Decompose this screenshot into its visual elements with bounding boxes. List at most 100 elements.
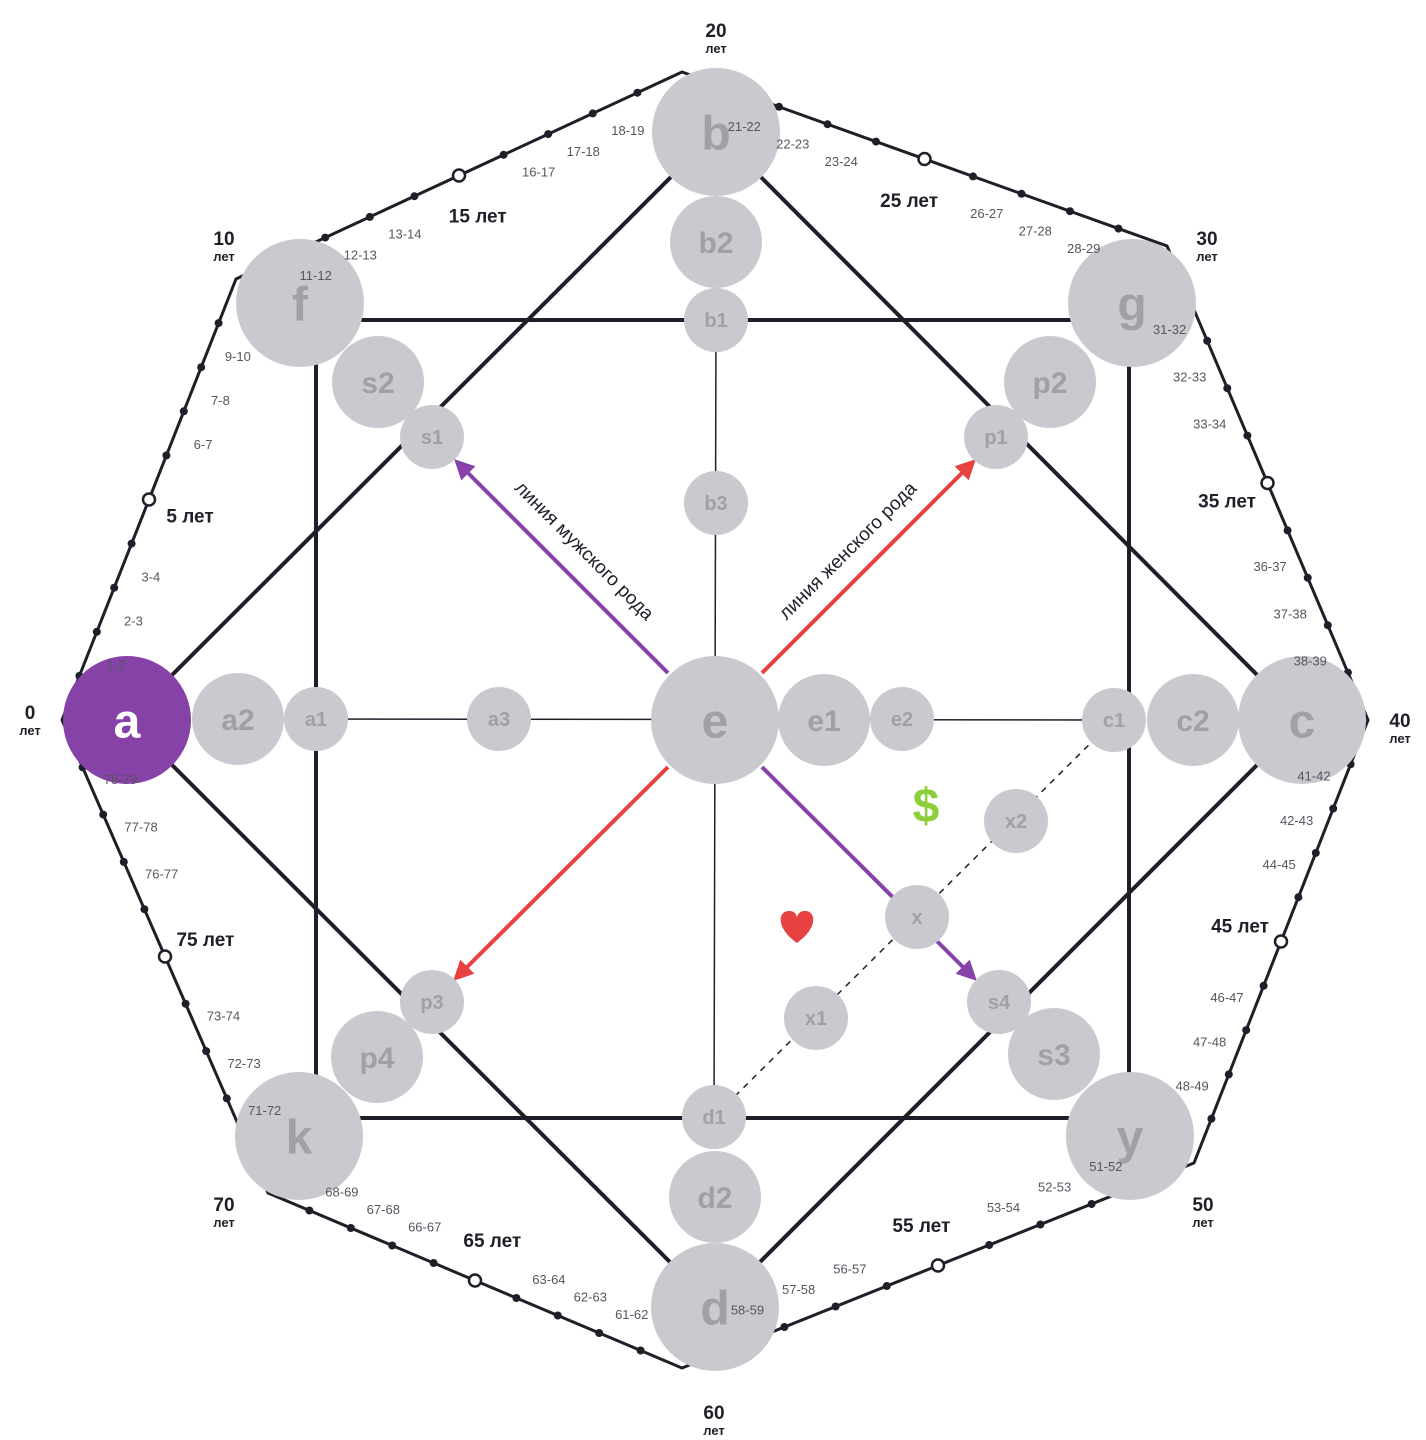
age-range-label: 68-69 — [325, 1185, 358, 1200]
age-range-label: 62-63 — [574, 1290, 607, 1305]
decade-label-40: 40 — [1389, 711, 1410, 732]
age-range-label: 52-53 — [1038, 1179, 1071, 1194]
year-tick — [127, 539, 136, 548]
age-range-label: 23-24 — [825, 154, 858, 169]
node-p3[interactable] — [400, 970, 464, 1034]
node-s4[interactable] — [967, 970, 1031, 1034]
year-tick — [985, 1241, 994, 1249]
node-d1[interactable] — [682, 1085, 746, 1149]
node-label-b1: b1 — [704, 310, 727, 332]
year-tick — [553, 1311, 562, 1320]
node-g[interactable] — [1068, 239, 1196, 367]
node-label-a: a — [114, 695, 141, 748]
node-label-b3: b3 — [704, 493, 727, 515]
age-range-label: 63-64 — [532, 1272, 565, 1287]
age-range-label: 37-38 — [1274, 606, 1307, 621]
node-b2[interactable] — [670, 196, 762, 288]
node-s3[interactable] — [1008, 1008, 1100, 1100]
node-x[interactable] — [885, 885, 949, 949]
decade-label-60: 60 — [703, 1403, 724, 1424]
node-a2[interactable] — [192, 673, 284, 765]
age-range-label: 3-4 — [141, 570, 160, 585]
node-x1[interactable] — [784, 986, 848, 1050]
year-tick — [388, 1241, 397, 1250]
node-label-x1: x1 — [805, 1008, 827, 1030]
age-range-label: 12-13 — [344, 247, 377, 262]
node-a[interactable] — [63, 656, 191, 784]
five-year-marker — [917, 151, 932, 167]
year-tick — [92, 627, 101, 636]
node-label-e1: e1 — [807, 705, 840, 738]
node-label-e: e — [702, 695, 729, 748]
age-range-label: 31-32 — [1153, 322, 1186, 337]
year-tick — [181, 999, 190, 1008]
node-c1[interactable] — [1082, 688, 1146, 752]
node-s2[interactable] — [332, 336, 424, 428]
age-range-label: 22-23 — [776, 137, 809, 152]
year-tick — [1087, 1200, 1096, 1208]
five-year-label: 5 лет — [166, 506, 213, 527]
age-range-label: 66-67 — [408, 1220, 441, 1235]
node-label-p4: p4 — [359, 1042, 394, 1075]
age-range-label: 36-37 — [1253, 559, 1286, 574]
node-e[interactable] — [651, 656, 779, 784]
year-tick — [588, 109, 597, 118]
decade-label-0: 0 — [25, 703, 36, 724]
year-tick — [110, 583, 119, 592]
year-tick — [1066, 207, 1074, 216]
node-p2[interactable] — [1004, 336, 1096, 428]
year-tick — [831, 1302, 840, 1311]
age-range-label: 17-18 — [567, 144, 600, 159]
node-c[interactable] — [1238, 656, 1366, 784]
node-p1[interactable] — [964, 405, 1028, 469]
age-range-label: 13-14 — [388, 227, 421, 242]
decade-unit-10: лет — [213, 249, 235, 264]
year-tick — [321, 233, 330, 242]
five-year-marker — [157, 949, 173, 964]
node-b1[interactable] — [684, 288, 748, 352]
node-x2[interactable] — [984, 789, 1048, 853]
five-year-marker — [451, 168, 467, 183]
node-label-p3: p3 — [420, 992, 443, 1014]
age-range-label: 32-33 — [1173, 369, 1206, 384]
decade-unit-50: лет — [1192, 1215, 1214, 1230]
decade-unit-60: лет — [703, 1423, 725, 1438]
age-range-label: 11-12 — [300, 268, 332, 283]
age-range-label: 7-8 — [211, 393, 230, 408]
age-range-label: 67-68 — [367, 1202, 400, 1217]
year-tick — [1207, 1114, 1216, 1123]
node-b[interactable] — [652, 68, 780, 196]
decade-label-70: 70 — [213, 1195, 234, 1216]
five-year-marker — [467, 1273, 483, 1288]
year-tick — [1017, 189, 1026, 198]
node-label-x: x — [911, 907, 922, 929]
node-c2[interactable] — [1147, 674, 1239, 766]
node-b3[interactable] — [684, 471, 748, 535]
year-tick — [179, 407, 188, 416]
node-k[interactable] — [235, 1072, 363, 1200]
age-range-label: 61-62 — [615, 1307, 648, 1322]
node-a3[interactable] — [467, 687, 531, 751]
node-d[interactable] — [651, 1243, 779, 1371]
node-d2[interactable] — [669, 1151, 761, 1243]
node-a1[interactable] — [284, 687, 348, 751]
node-label-d1: d1 — [702, 1107, 725, 1129]
five-year-marker — [1273, 934, 1289, 949]
node-y[interactable] — [1066, 1072, 1194, 1200]
year-tick — [780, 1323, 789, 1331]
year-tick — [882, 1282, 891, 1290]
decade-unit-30: лет — [1196, 249, 1218, 264]
year-tick — [872, 137, 880, 146]
node-label-s1: s1 — [421, 427, 443, 449]
node-s1[interactable] — [400, 405, 464, 469]
male-line-arrow-lower — [760, 765, 977, 981]
year-tick — [1036, 1220, 1045, 1229]
five-year-label: 15 лет — [449, 206, 507, 227]
node-e1[interactable] — [778, 674, 870, 766]
year-tick — [1243, 431, 1252, 440]
female-line-arrow — [760, 459, 976, 675]
node-p4[interactable] — [331, 1011, 423, 1103]
node-e2[interactable] — [870, 687, 934, 751]
node-f[interactable] — [236, 239, 364, 367]
